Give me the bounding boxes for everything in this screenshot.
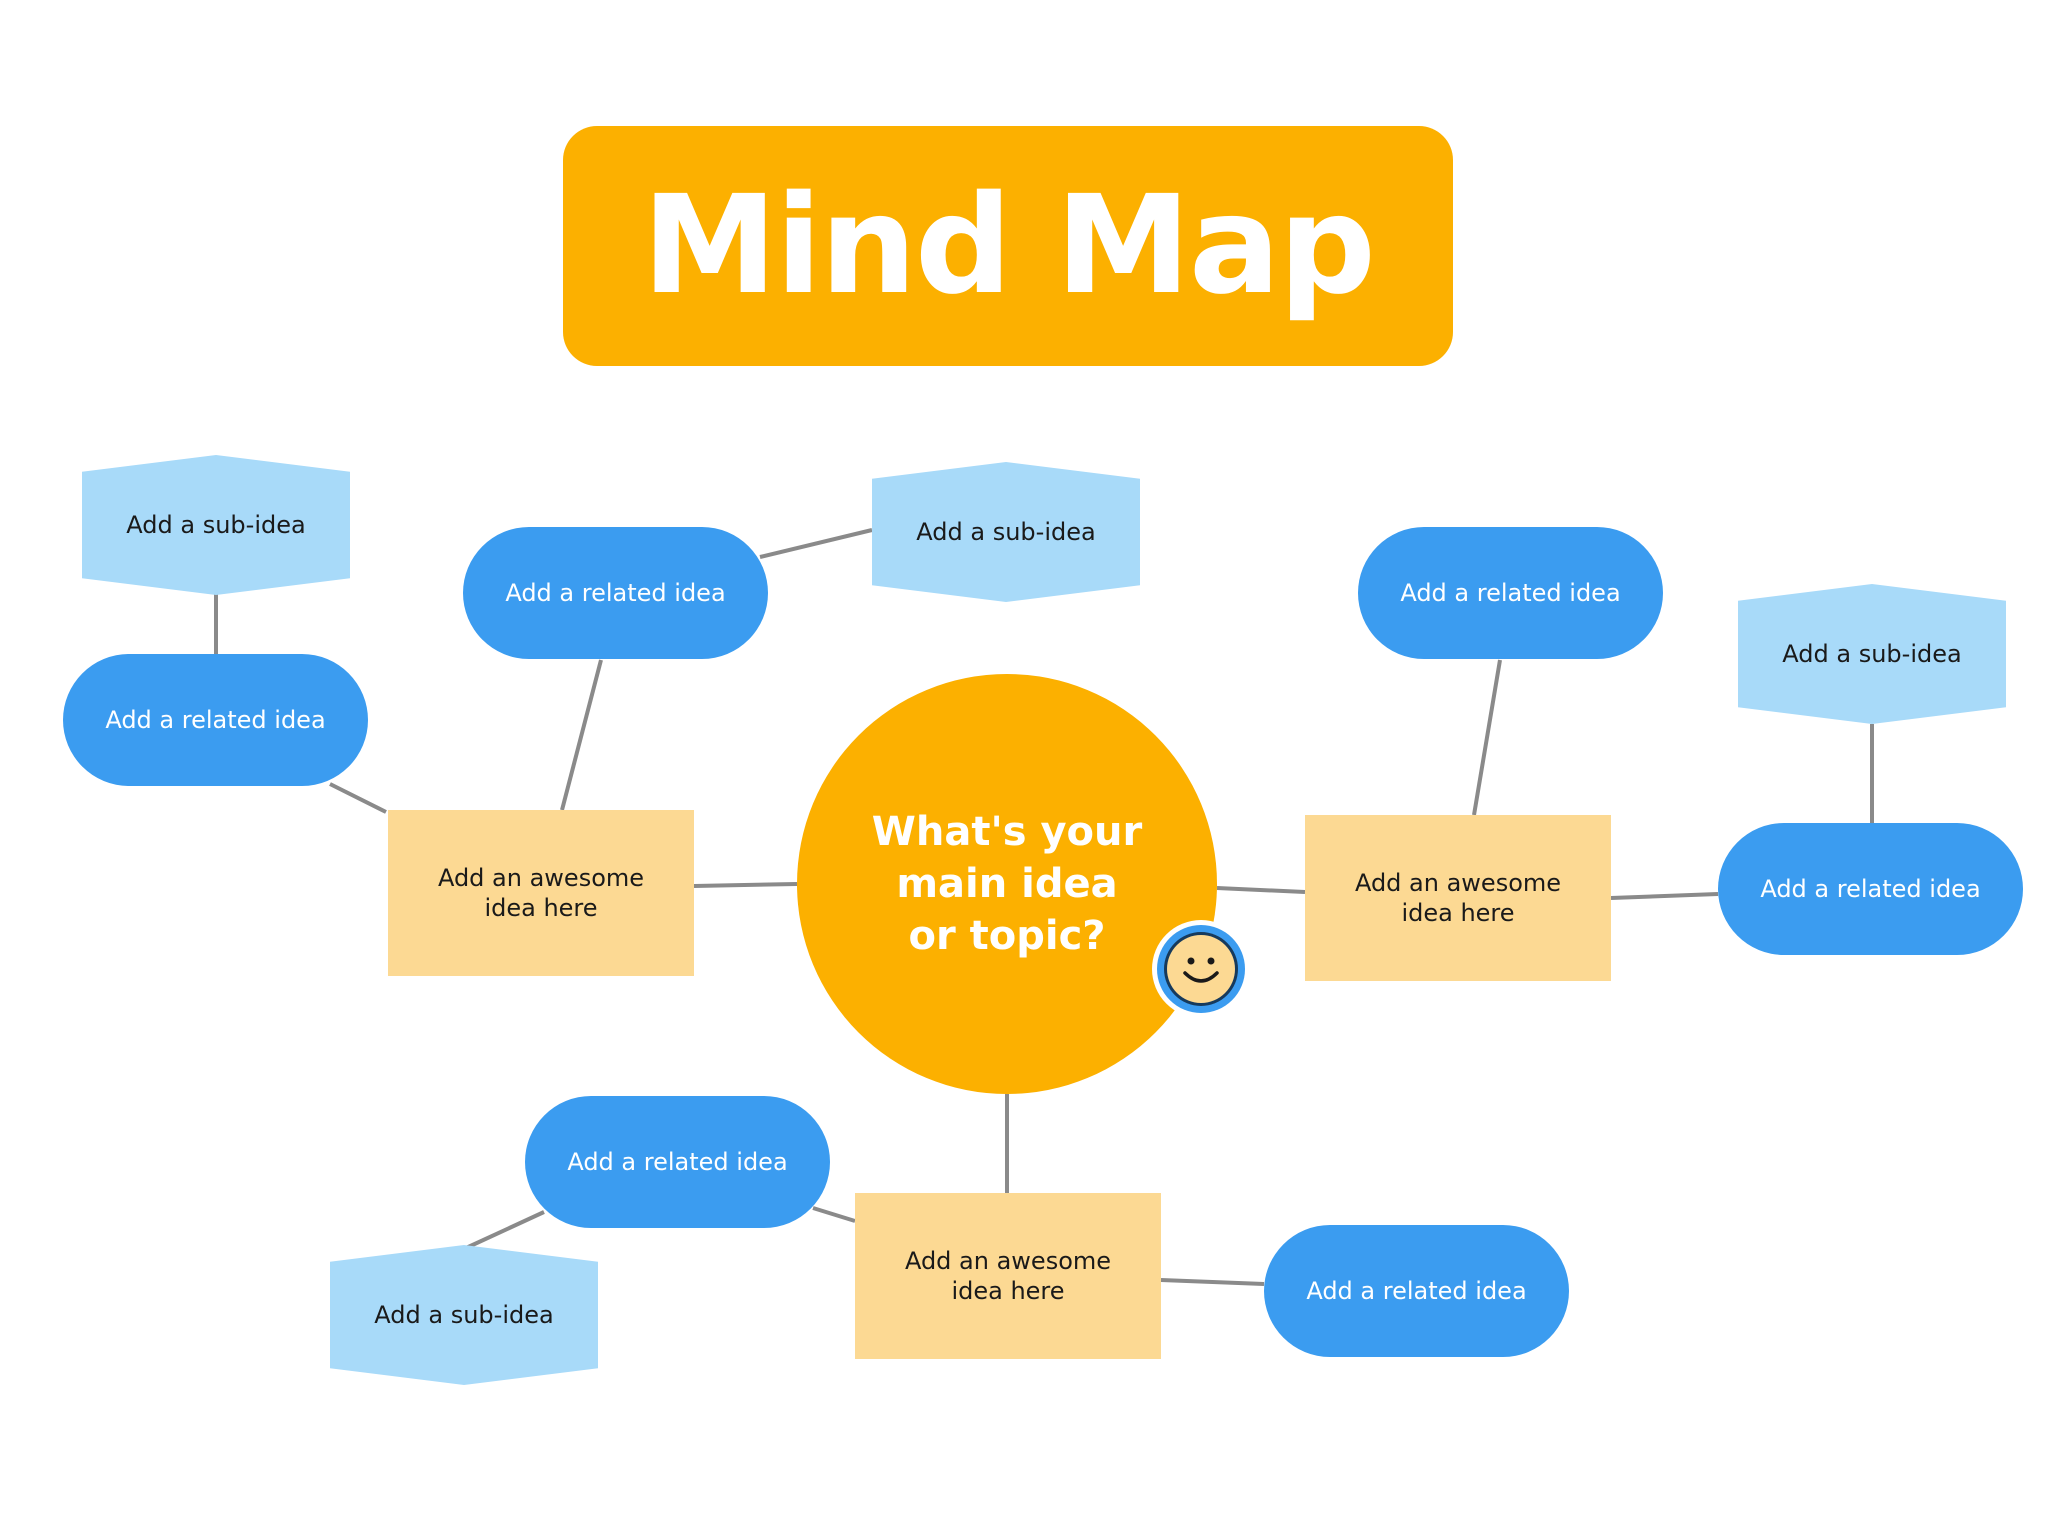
related-idea-right-top-label: Add a related idea bbox=[1400, 579, 1621, 607]
related-idea-bottom-right[interactable]: Add a related idea bbox=[1264, 1225, 1569, 1357]
connector-related-bottom-left-to-sub bbox=[465, 1210, 545, 1250]
sub-idea-right[interactable]: Add a sub-idea bbox=[1738, 584, 2006, 724]
related-idea-left-top[interactable]: Add a related idea bbox=[463, 527, 768, 659]
related-idea-bottom-left-label: Add a related idea bbox=[567, 1148, 788, 1176]
connector-right-branch-to-related-top bbox=[1472, 659, 1502, 816]
connector-related-top-to-sub bbox=[759, 528, 873, 559]
sub-idea-bottom-left-label: Add a sub-idea bbox=[374, 1301, 554, 1329]
related-idea-bottom-left[interactable]: Add a related idea bbox=[525, 1096, 830, 1228]
main-branch-left[interactable]: Add an awesome idea here bbox=[388, 810, 694, 976]
central-topic-label: What's your main idea or topic? bbox=[871, 809, 1143, 959]
related-idea-left-label: Add a related idea bbox=[105, 706, 326, 734]
main-branch-right[interactable]: Add an awesome idea here bbox=[1305, 815, 1611, 981]
connector-center-left bbox=[693, 882, 798, 888]
smiley-face-icon bbox=[1152, 920, 1250, 1018]
sub-idea-left-label: Add a sub-idea bbox=[126, 511, 306, 539]
connector-left-branch-to-related-left bbox=[329, 782, 387, 814]
related-idea-right[interactable]: Add a related idea bbox=[1718, 823, 2023, 955]
connector-right-branch-to-related-right bbox=[1610, 892, 1719, 900]
connector-center-right bbox=[1216, 886, 1306, 894]
related-idea-left[interactable]: Add a related idea bbox=[63, 654, 368, 786]
sub-idea-bottom-left[interactable]: Add a sub-idea bbox=[330, 1245, 598, 1385]
connector-bottom-branch-to-related-left bbox=[812, 1206, 856, 1223]
connector-bottom-branch-to-related-right bbox=[1160, 1278, 1265, 1286]
main-branch-right-label: Add an awesome idea here bbox=[1354, 869, 1562, 927]
main-branch-left-label: Add an awesome idea here bbox=[437, 864, 645, 922]
central-topic-node[interactable]: What's your main idea or topic? bbox=[797, 674, 1217, 1094]
related-idea-left-top-label: Add a related idea bbox=[505, 579, 726, 607]
smiley-face-graphic bbox=[1157, 925, 1245, 1013]
title-banner: Mind Map bbox=[563, 126, 1453, 366]
connector-left-branch-to-related-top bbox=[560, 659, 603, 811]
main-branch-bottom[interactable]: Add an awesome idea here bbox=[855, 1193, 1161, 1359]
related-idea-right-top[interactable]: Add a related idea bbox=[1358, 527, 1663, 659]
related-idea-right-label: Add a related idea bbox=[1760, 875, 1981, 903]
sub-idea-left-top[interactable]: Add a sub-idea bbox=[872, 462, 1140, 602]
page-title: Mind Map bbox=[642, 167, 1376, 325]
main-branch-bottom-label: Add an awesome idea here bbox=[904, 1247, 1112, 1305]
sub-idea-left-top-label: Add a sub-idea bbox=[916, 518, 1096, 546]
sub-idea-left[interactable]: Add a sub-idea bbox=[82, 455, 350, 595]
sub-idea-right-label: Add a sub-idea bbox=[1782, 640, 1962, 668]
related-idea-bottom-right-label: Add a related idea bbox=[1306, 1277, 1527, 1305]
